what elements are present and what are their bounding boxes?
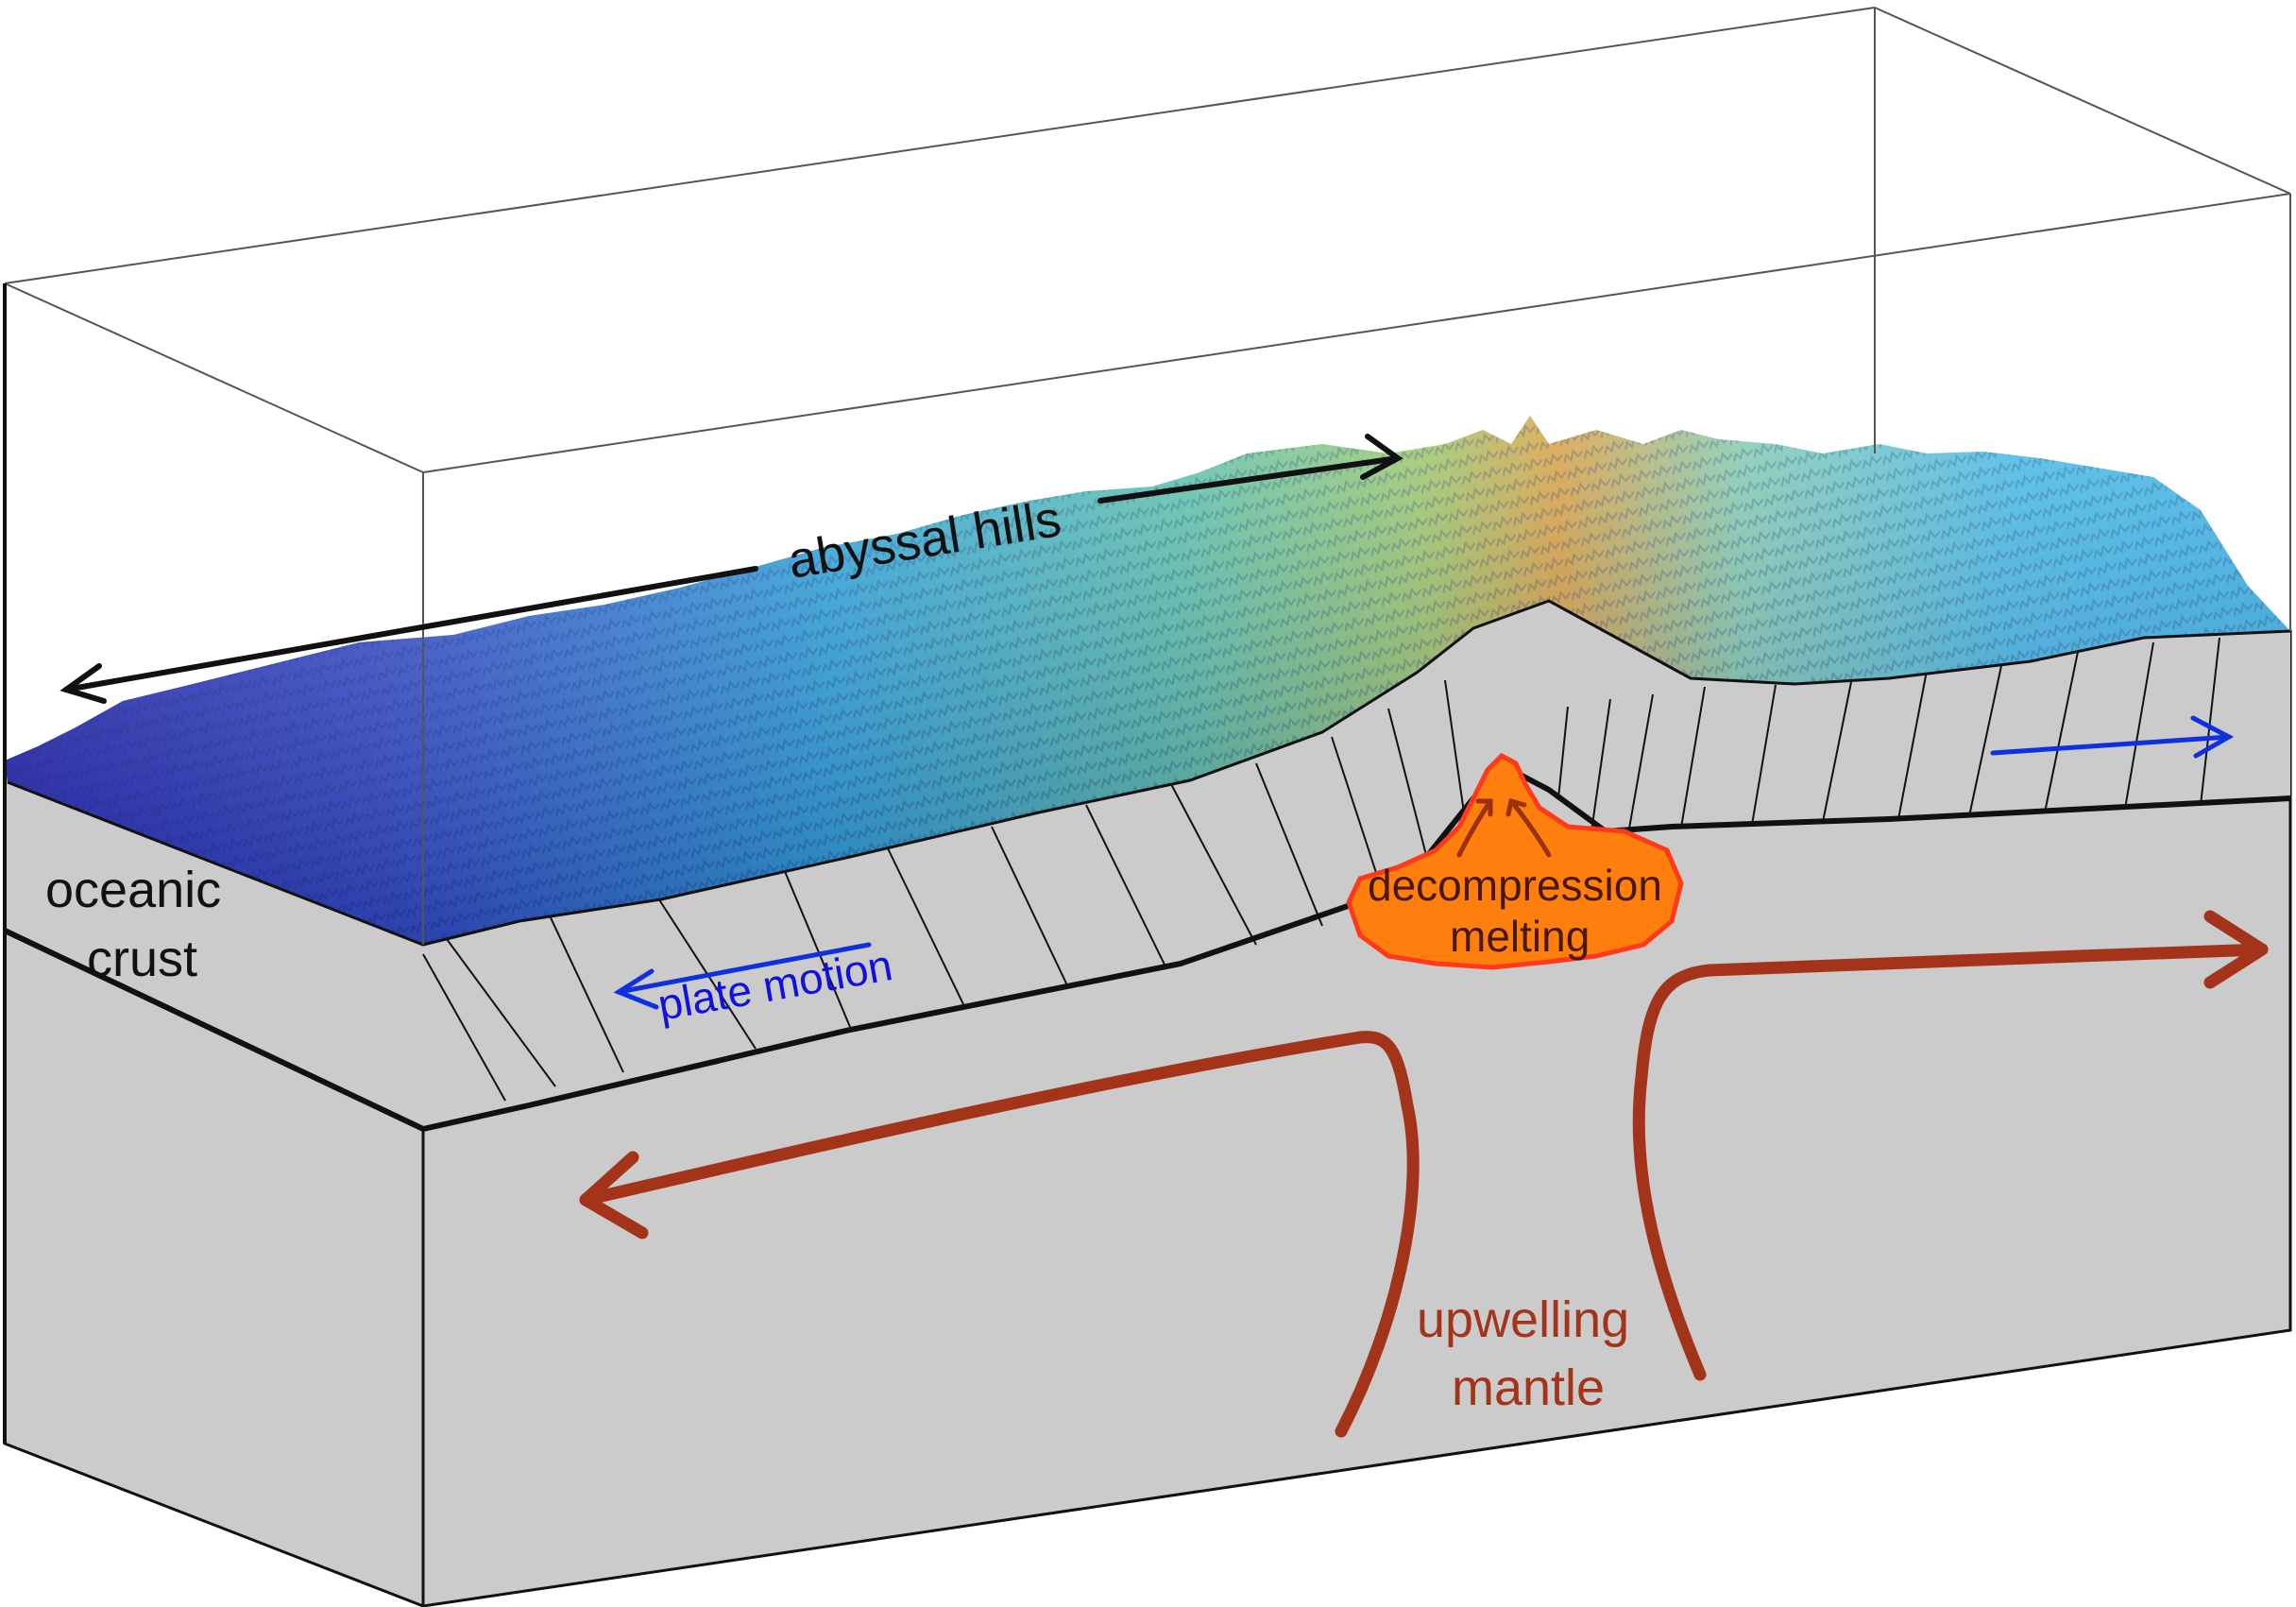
crust-mantle-boundary	[3, 766, 2291, 1133]
crust-layer	[423, 601, 2290, 1129]
decompression-label-line1: decompression	[1368, 861, 1662, 910]
mantle-flow-left	[579, 1031, 1420, 1438]
fault-hatching	[422, 637, 2220, 1102]
upwelling-label-line1: upwelling	[1417, 1291, 1629, 1348]
decompression-label-line2: melting	[1450, 912, 1590, 961]
melt-zone	[1346, 752, 1684, 970]
plate-motion-arrow-right	[1990, 715, 2235, 759]
plate-motion-arrow-left	[613, 942, 872, 1010]
box-outline	[4, 7, 2291, 945]
oceanic-crust-label-line1: oceanic	[45, 862, 221, 918]
crust-left-face	[5, 761, 423, 1129]
melt-flow-arrows	[1456, 797, 1552, 858]
mantle-flow-right	[1632, 910, 2269, 1381]
seafloor-edge	[7, 599, 2291, 947]
abyssal-hills-arrow	[60, 434, 1403, 704]
upwelling-label-line2: mantle	[1452, 1359, 1605, 1416]
oceanic-crust-label-line2: crust	[87, 931, 197, 987]
bathymetry-surface	[5, 416, 2291, 947]
